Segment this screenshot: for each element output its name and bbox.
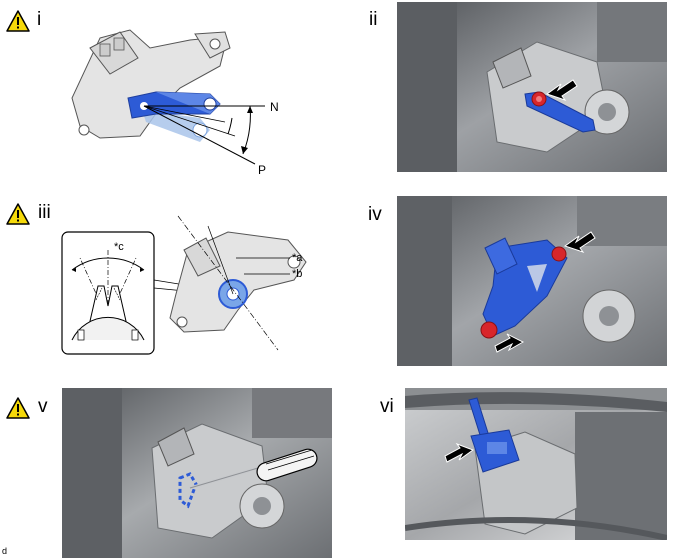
photo-ii <box>397 2 667 172</box>
photo-vi <box>405 388 667 540</box>
switch-angle-diagram <box>71 29 265 165</box>
step-label-vi: vi <box>380 396 394 417</box>
screwdriver-icon <box>256 448 318 482</box>
pointer-arrow-icon <box>494 333 525 353</box>
step-label-iv: iv <box>368 204 382 225</box>
alignment-diagram <box>61 215 307 355</box>
pointer-arrow-icon <box>444 442 475 463</box>
callout-n: N <box>270 100 279 114</box>
pointer-arrow-icon <box>563 231 596 253</box>
callout-a: *a <box>292 252 303 264</box>
warning-triangle-icon <box>6 203 30 225</box>
warning-triangle-icon <box>6 397 30 419</box>
photo-v <box>62 388 332 558</box>
step-label-iii: iii <box>38 202 51 223</box>
step-label-v: v <box>38 396 48 417</box>
step-label-ii: ii <box>369 9 378 30</box>
figure-code: d <box>2 546 8 556</box>
photo-iv <box>397 196 667 366</box>
callout-c: *c <box>114 241 124 253</box>
callout-b: *b <box>292 268 303 280</box>
pointer-arrow-icon <box>545 79 578 101</box>
callout-p: P <box>258 163 267 177</box>
warning-triangle-icon <box>6 10 30 32</box>
step-label-i: i <box>37 9 42 30</box>
